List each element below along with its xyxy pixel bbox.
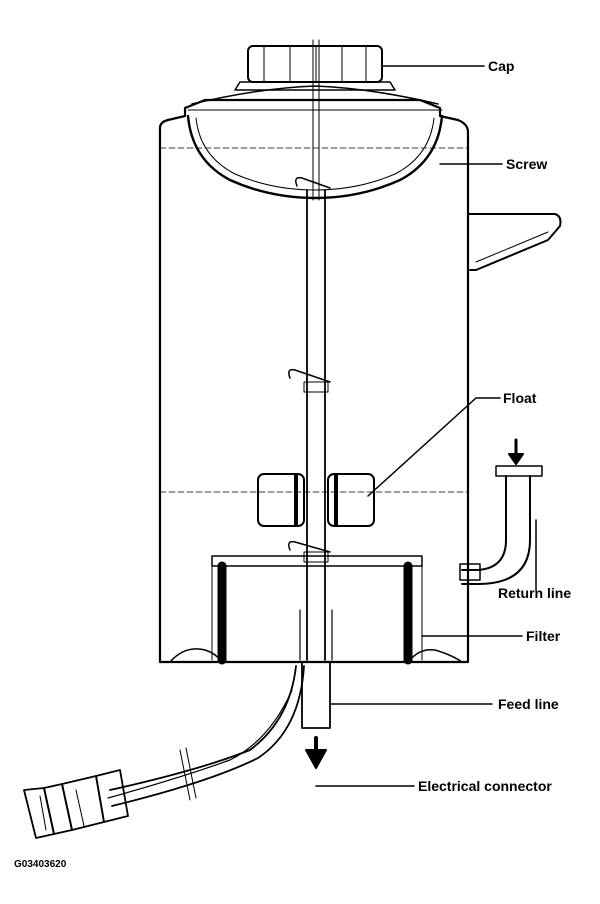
label-filter: Filter: [526, 628, 561, 644]
label-screw: Screw: [506, 156, 548, 172]
feed-line: [301, 661, 331, 769]
label-float: Float: [503, 390, 537, 406]
label-return-line: Return line: [498, 585, 572, 601]
figure-id: G03403620: [14, 859, 67, 870]
label-cap: Cap: [488, 58, 515, 74]
mounting-bracket: [467, 213, 562, 271]
center-stem: [288, 39, 331, 661]
leader-lines: [315, 65, 537, 787]
strainer-bowl: [186, 114, 444, 200]
wiring-harness: [107, 665, 305, 807]
filter: [211, 555, 423, 665]
label-feed-line: Feed line: [498, 696, 559, 712]
return-line: [459, 438, 543, 585]
reservoir-body: [158, 98, 470, 664]
electrical-connector: [23, 769, 129, 839]
label-electrical-connector: Electrical connector: [418, 778, 552, 794]
cap: [187, 45, 443, 111]
float: [257, 473, 375, 527]
